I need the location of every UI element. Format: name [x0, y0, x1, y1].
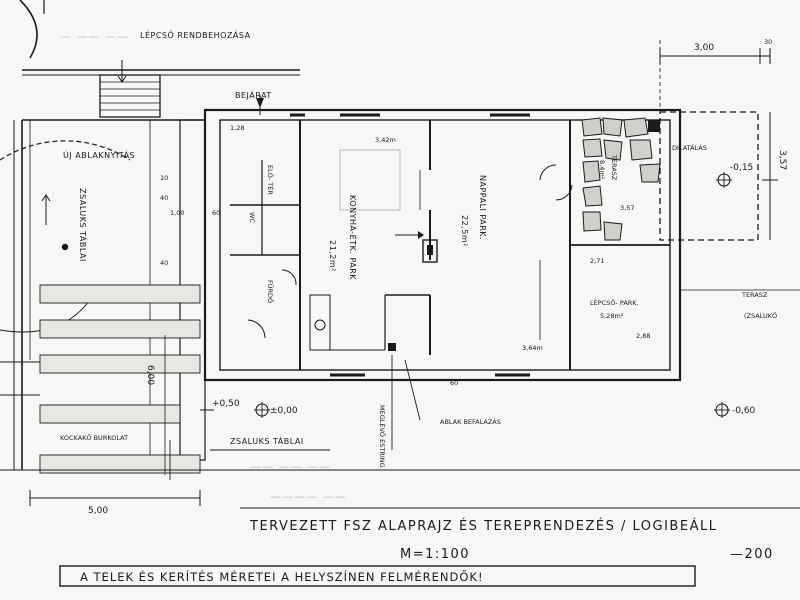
dim-top-3: 3,00	[694, 43, 714, 53]
drawing-scale: M=1:100	[400, 547, 470, 562]
svg-text:— —— ——: — —— ——	[60, 30, 129, 43]
label-stair: LÉPCSŐ- PARK.	[590, 298, 639, 307]
svg-text:———— ——: ———— ——	[270, 490, 347, 503]
drawing-year: —200	[730, 547, 774, 562]
dim-40: 40	[160, 194, 168, 202]
label-stair-renovation: LÉPCSŐ RENDBEHOZÁSA	[140, 29, 251, 40]
level-000: ±0,00	[270, 406, 298, 416]
house-outline	[203, 95, 682, 382]
area-living: 22,5m²	[460, 215, 469, 247]
dimension-labels: 3,00 30 3,57 5,00 6,00 +0,50 ±0,00 -0,15…	[88, 38, 787, 516]
dim-342: 3,42m	[375, 136, 396, 144]
label-anteroom: ELŐ- TÉR	[266, 165, 275, 195]
dim-357b: 3,57	[620, 204, 634, 212]
dim-288: 2,88	[636, 332, 650, 340]
label-terrace: TERASZ	[610, 154, 618, 181]
label-window-repair: ABLAK BEFALAZÁS	[440, 417, 501, 426]
label-lead: DILATÁLÁS	[672, 143, 707, 152]
dim-364: 3,64m	[522, 344, 543, 352]
dim-100: 1,00	[170, 209, 184, 217]
dim-128: 1,28	[230, 124, 244, 132]
dim-10: 10	[160, 174, 168, 182]
label-shutter-door-left: ZSALUKS TÁBLAI	[78, 188, 89, 262]
dim-60a: 60	[212, 209, 220, 217]
label-shutter-door-bottom: ZSALUKS TÁBLAI	[230, 435, 304, 446]
note-box	[59, 565, 696, 587]
level-plus-050: +0,50	[212, 399, 240, 409]
level-minus-060: -0,60	[732, 406, 756, 416]
dim-right-357: 3,57	[777, 150, 787, 170]
dim-271: 2,71	[590, 257, 604, 265]
label-paving: KOCKAKŐ BURKOLAT	[60, 433, 128, 442]
text-labels: LÉPCSŐ RENDBEHOZÁSA BEJÁRAT ÚJ ABLAKNYIT…	[60, 29, 777, 584]
dim-60b: 60	[450, 379, 458, 387]
label-living: NAPPALI PARK.	[478, 175, 487, 240]
area-stair: 5,28m²	[600, 312, 624, 320]
dim-left-500: 5,00	[88, 506, 108, 516]
area-terrace: 8,4m²	[598, 160, 606, 180]
yard-structure	[0, 60, 300, 506]
lower-annotations	[0, 355, 800, 480]
label-entrance: BEJÁRAT	[235, 89, 272, 100]
svg-text:—— —— ——: —— —— ——	[250, 460, 331, 473]
right-terrace	[659, 40, 800, 418]
dim-left-600: 6,00	[145, 365, 155, 385]
label-meter: MEGLÉVŐ ESTRING	[378, 405, 387, 468]
label-terrace-right-note: (ZSALUKŐ	[744, 311, 777, 320]
label-bath: FÜRDŐ	[266, 280, 275, 303]
label-new-window: ÚJ ABLAKNYITÁS	[63, 149, 135, 160]
dim-40b: 40	[160, 259, 168, 267]
dim-top-30: 30	[764, 38, 772, 46]
area-kitchen: 21,2m²	[328, 240, 337, 272]
label-terrace-right: TERASZ	[741, 291, 768, 299]
label-kitchen: KONYHA-ÉTK. PARK	[348, 195, 359, 280]
label-toilet: WC	[248, 212, 256, 223]
site-note: A TELEK ÉS KERÍTÉS MÉRETEI A HELYSZÍNEN …	[80, 569, 484, 584]
terrace-stonework	[581, 117, 661, 241]
drawing-title: TERVEZETT FSZ ALAPRAJZ ÉS TEREPRENDEZÉS …	[249, 518, 717, 534]
level-minus-015: -0,15	[730, 163, 753, 173]
paving-strips	[39, 284, 201, 474]
